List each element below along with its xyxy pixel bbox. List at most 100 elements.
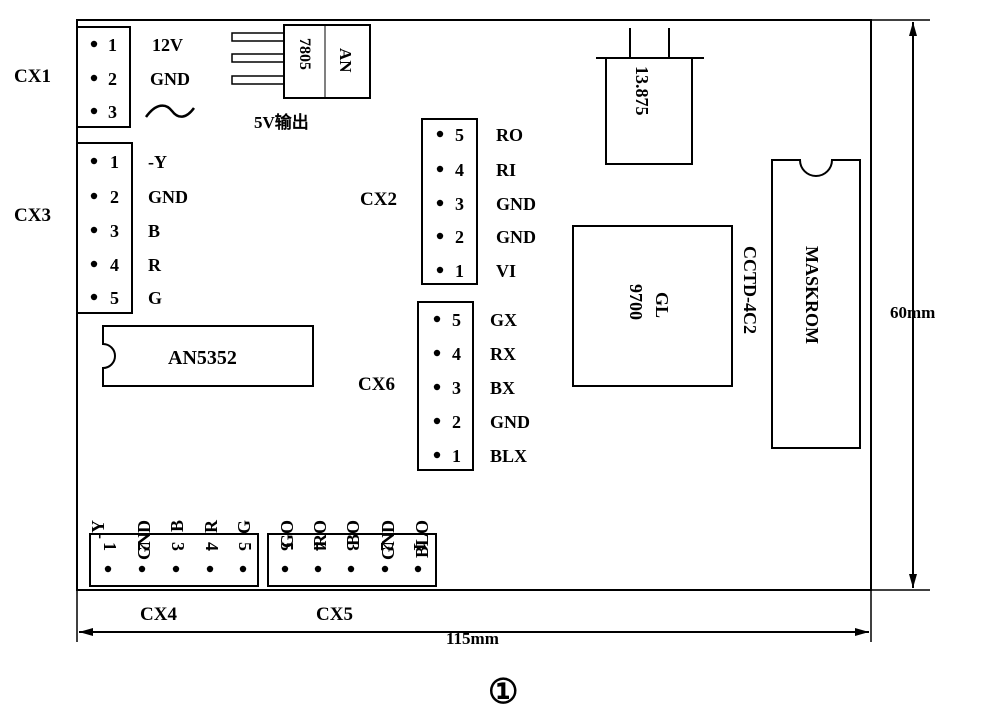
cx6-label: GX [490, 310, 517, 330]
cx6-label: RX [490, 344, 516, 364]
svg-text:5: 5 [110, 288, 119, 308]
cx6-name: CX6 [358, 374, 395, 395]
cx6-pin: 2 [433, 412, 461, 432]
cx5-pin: 2 [377, 542, 397, 573]
cx5-label: GND [378, 520, 398, 560]
height-label: 60mm [890, 303, 935, 322]
cx6-pin: 4 [433, 344, 461, 364]
svg-text:MASKROM: MASKROM [802, 246, 822, 344]
svg-text:AN5352: AN5352 [168, 347, 237, 369]
svg-text:3: 3 [168, 542, 188, 551]
cx2-pin: 1 [436, 261, 464, 281]
cx5-label: BLO [412, 520, 432, 558]
cctd-label: CCTD-4C2 [740, 246, 760, 334]
width-dimension [76, 590, 872, 642]
cx5-label: RO [310, 520, 330, 547]
cx6-pin: 5 [433, 310, 461, 330]
svg-text:5: 5 [277, 542, 297, 551]
svg-text:3: 3 [452, 378, 461, 398]
svg-text:3: 3 [455, 194, 464, 214]
svg-text:4: 4 [202, 542, 222, 551]
svg-text:2: 2 [134, 542, 154, 551]
cx4-label: -Y [88, 520, 108, 539]
cx1-pin: 3 [90, 102, 117, 122]
cx2-pin: 4 [436, 160, 464, 180]
cx3-pin: 3 [90, 221, 119, 241]
svg-text:4: 4 [452, 344, 461, 364]
cx4-pin: 1 [100, 542, 120, 573]
cx3-pin: 5 [90, 288, 119, 308]
svg-text:2: 2 [377, 542, 397, 551]
cx2-pin: 2 [436, 227, 464, 247]
cx2-name: CX2 [360, 189, 397, 210]
cx2-label: RO [496, 125, 523, 145]
svg-text:5: 5 [235, 542, 255, 551]
regulator-7805: AN 7805 [231, 24, 371, 99]
cx1-pin: 1 [90, 35, 117, 55]
svg-text:5: 5 [455, 125, 464, 145]
cx6-pin: 3 [433, 378, 461, 398]
cx6-label: BLX [490, 446, 527, 466]
cx3-label: -Y [148, 152, 167, 172]
an5352-chip: AN5352 [102, 325, 314, 387]
cx2-pin: 5 [436, 125, 464, 145]
cx5-label: BO [343, 520, 363, 546]
cx1-label: 12V [152, 35, 183, 55]
svg-text:1: 1 [452, 446, 461, 466]
cx3-connector [76, 142, 133, 314]
cx3-label: B [148, 221, 160, 241]
cx4-label: G [234, 520, 254, 534]
cx6-connector [417, 301, 474, 471]
cx4-label: R [201, 519, 221, 533]
cx5-pin: 5 [277, 542, 297, 573]
svg-text:1: 1 [100, 542, 120, 551]
svg-text:2: 2 [110, 187, 119, 207]
svg-text:1: 1 [455, 261, 464, 281]
cx1-name: CX1 [14, 66, 51, 87]
cx2-connector [421, 118, 478, 285]
svg-text:3: 3 [110, 221, 119, 241]
figure-number: ① [488, 674, 518, 711]
cx5-connector [267, 533, 437, 587]
svg-text:9700: 9700 [626, 284, 646, 320]
cx4-label: GND [134, 520, 154, 560]
svg-text:1: 1 [110, 152, 119, 172]
svg-text:AN: AN [336, 48, 355, 73]
cx2-label: GND [496, 194, 536, 214]
cx5-pin: 4 [310, 542, 330, 573]
cx4-pin: 5 [235, 542, 255, 573]
cx1-label: GND [150, 69, 190, 89]
svg-text:3: 3 [343, 542, 363, 551]
cx1-pin: 2 [90, 69, 117, 89]
cx4-pin: 4 [202, 542, 222, 573]
svg-text:2: 2 [108, 69, 117, 89]
cx6-pin: 1 [433, 446, 461, 466]
cx3-label: R [148, 255, 162, 275]
cx3-pin: 1 [90, 152, 119, 172]
svg-text:GL: GL [652, 292, 672, 318]
svg-text:5: 5 [452, 310, 461, 330]
cx2-pin: 3 [436, 194, 464, 214]
cx6-label: BX [490, 378, 515, 398]
regulator-output-label: 5V输出 [254, 112, 309, 132]
svg-text:1: 1 [108, 35, 117, 55]
gl9700-chip: GL 9700 [572, 225, 733, 387]
svg-text:1: 1 [410, 542, 430, 551]
maskrom-chip: MASKROM [771, 159, 861, 449]
cx2-label: RI [496, 160, 516, 180]
cx5-pin: 3 [343, 542, 363, 573]
cx5-label: GO [277, 520, 297, 548]
svg-text:7805: 7805 [296, 38, 313, 70]
cx4-pin: 3 [168, 542, 188, 573]
cx6-label: GND [490, 412, 530, 432]
cx5-pin: 1 [410, 542, 430, 573]
svg-text:2: 2 [452, 412, 461, 432]
cx3-pin: 2 [90, 187, 119, 207]
svg-text:4: 4 [455, 160, 464, 180]
height-dimension [871, 19, 930, 591]
cx2-label: GND [496, 227, 536, 247]
cx3-name: CX3 [14, 205, 51, 226]
svg-text:2: 2 [455, 227, 464, 247]
cx3-label: G [148, 288, 162, 308]
